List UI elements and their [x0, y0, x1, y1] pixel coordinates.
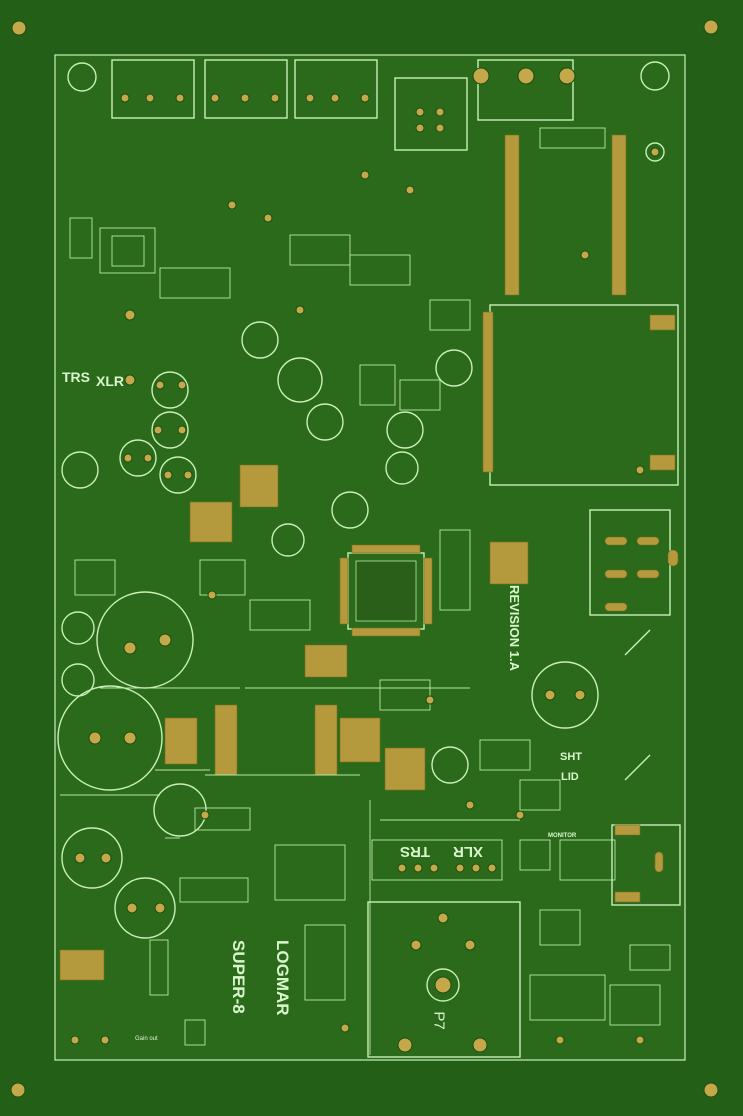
- top-right-headers: [504, 127, 627, 296]
- label-super8: SUPER-8: [229, 940, 248, 1014]
- label-trs-bottom: TRS: [400, 843, 430, 860]
- bottom-jack: [367, 839, 521, 1058]
- label-revision: REVISION 1.A: [507, 585, 522, 671]
- label-p7: P7: [430, 1011, 448, 1030]
- right-side-connectors: [589, 509, 681, 906]
- label-xlr-left: XLR: [96, 373, 124, 389]
- label-xlr-bottom: XLR: [453, 843, 483, 860]
- label-gain-out: Gain out: [135, 1036, 158, 1042]
- label-lid: LID: [561, 771, 579, 783]
- label-logmar: LOGMAR: [273, 940, 292, 1016]
- silk-lines: [60, 687, 520, 1055]
- top-jacks: [111, 59, 665, 162]
- label-monitor: MONITOR: [548, 833, 577, 839]
- main-ic: [339, 544, 433, 637]
- module-outline: [482, 304, 679, 486]
- smd-components: [69, 217, 671, 1046]
- label-trs-left: TRS: [62, 369, 90, 385]
- power-pads: [59, 464, 529, 981]
- vias: [70, 170, 645, 1045]
- label-sht: SHT: [560, 751, 582, 763]
- mounting-holes: [10, 19, 719, 1098]
